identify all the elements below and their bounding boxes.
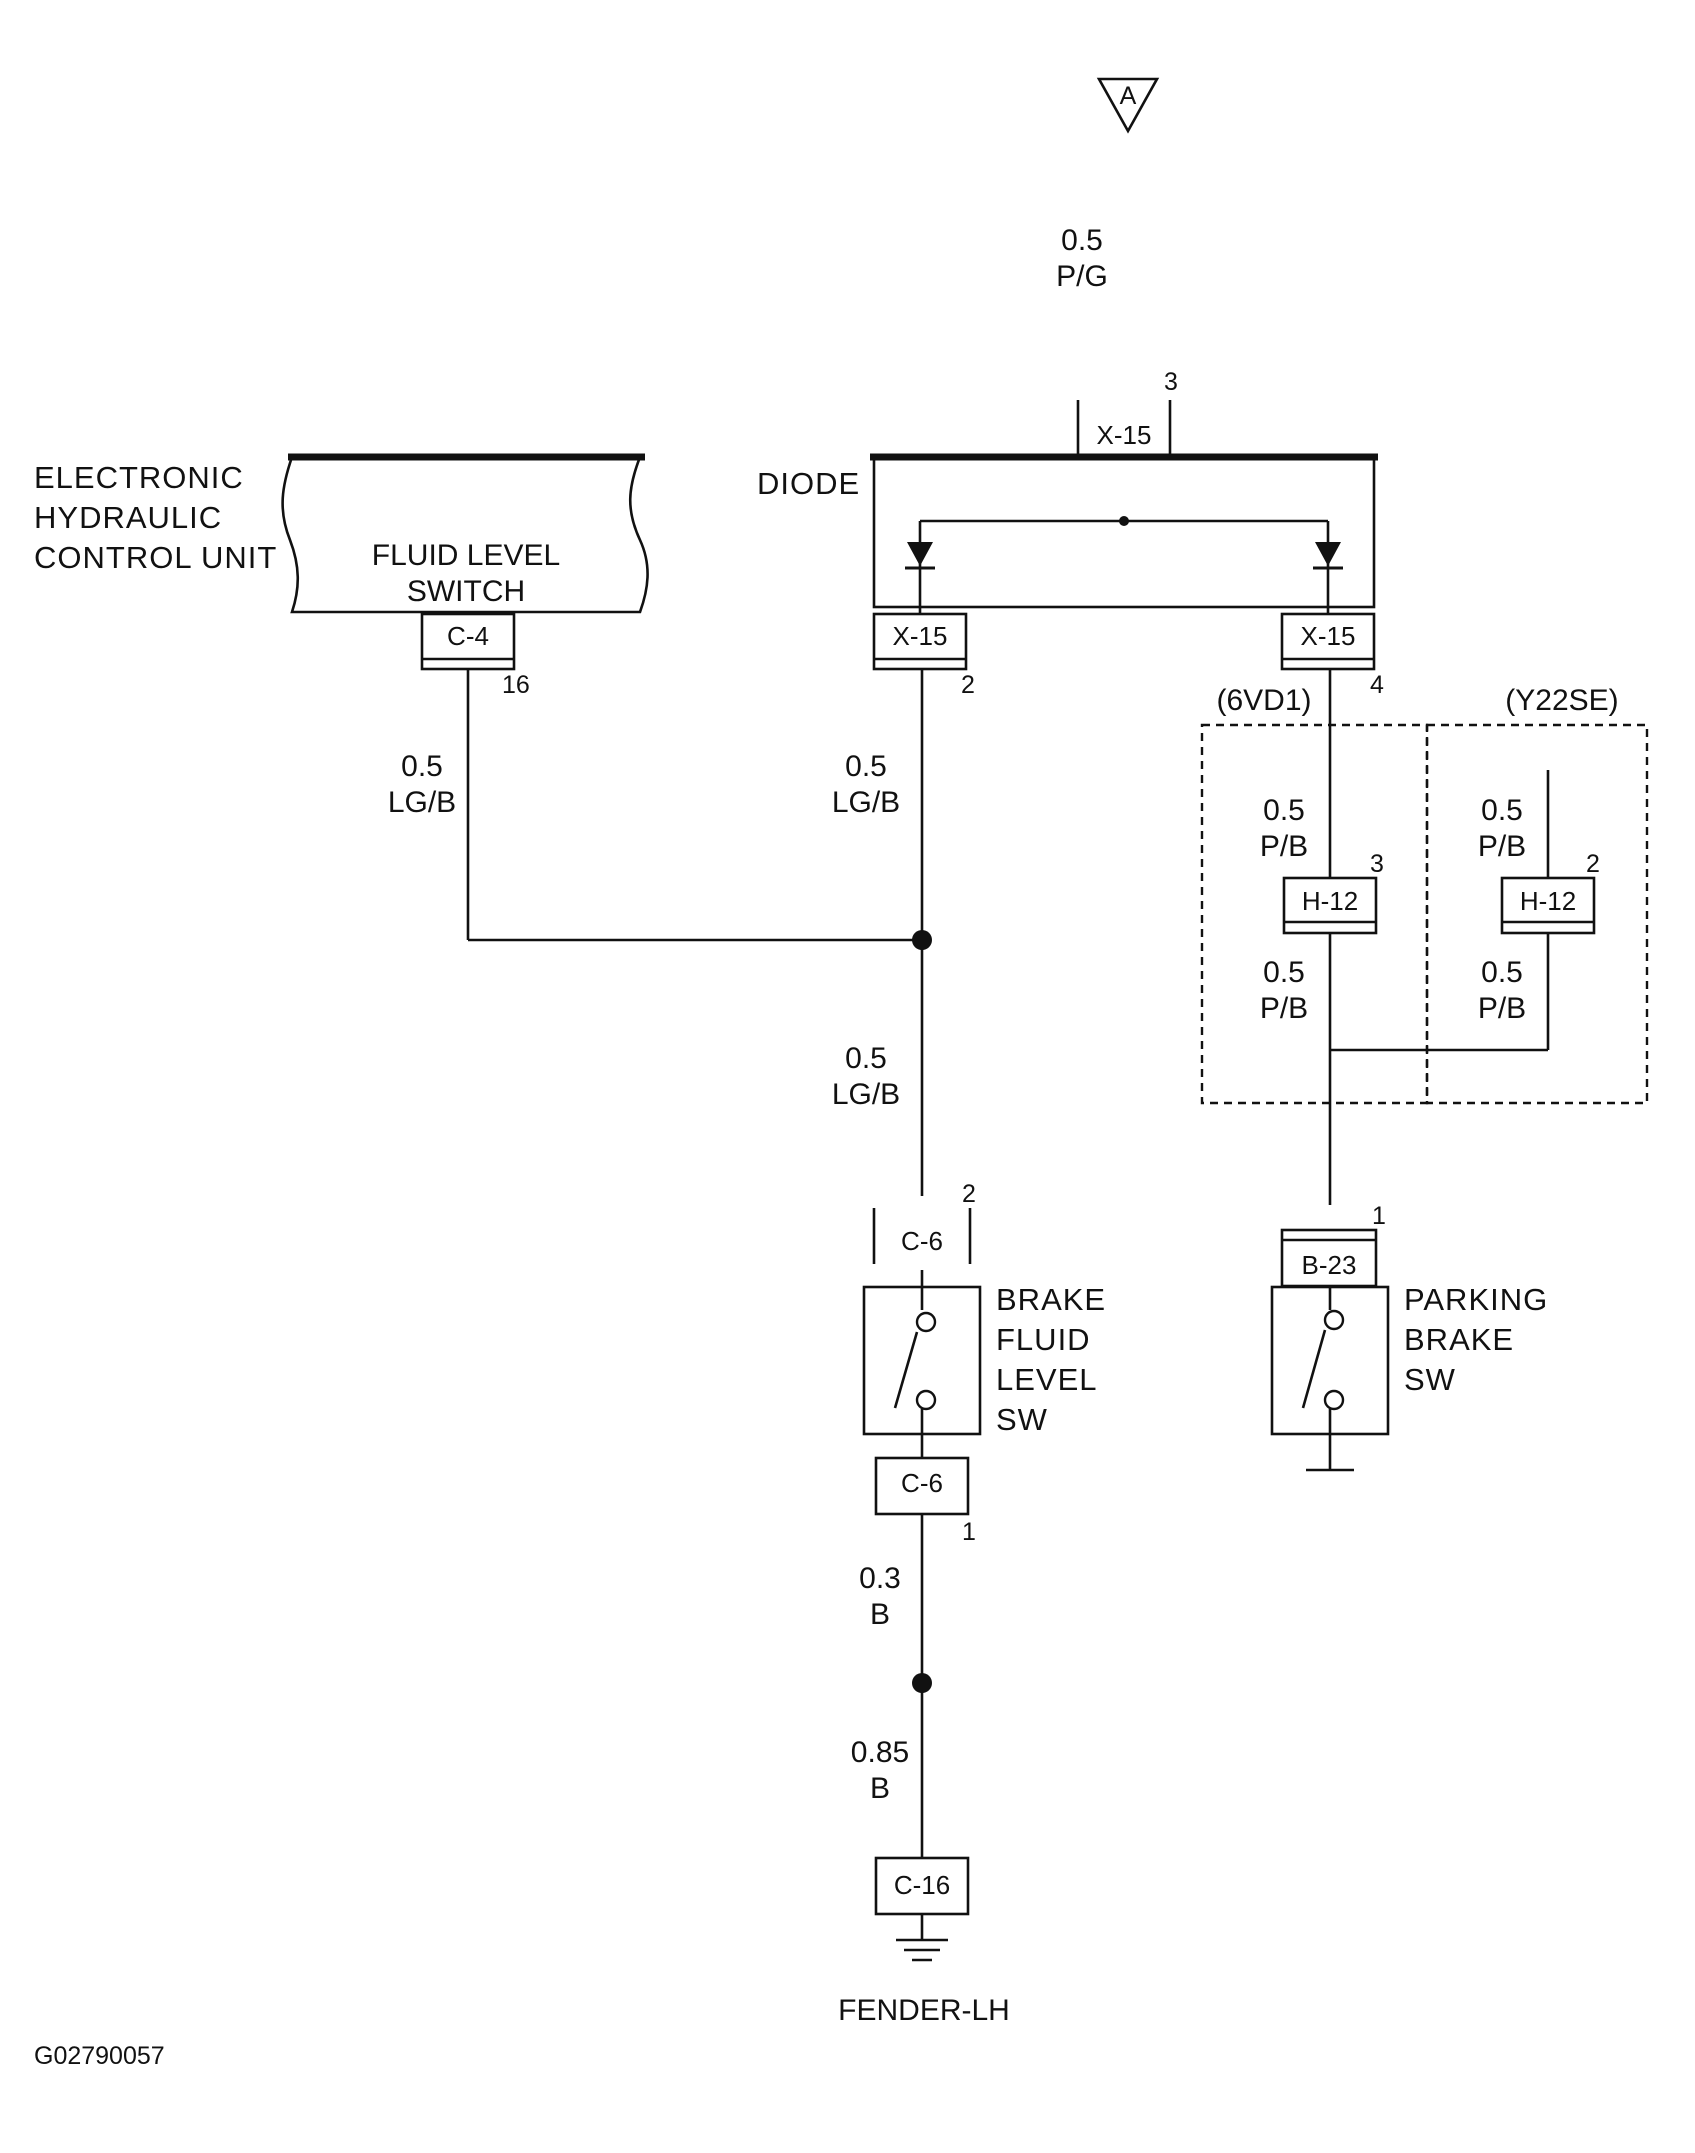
top-wire-color: P/G	[1056, 260, 1108, 293]
connector-h12-y22se-label: H-12	[1520, 886, 1576, 916]
wire-ground-upper-color: B	[870, 1598, 890, 1631]
figure-id: G02790057	[34, 2042, 165, 2070]
wire-6vd1-lower-color: P/B	[1260, 992, 1308, 1025]
wire-6vd1-lower-gauge: 0.5	[1263, 956, 1305, 989]
connector-h12-6vd1-pin: 3	[1370, 850, 1384, 878]
variant-y22se-label: (Y22SE)	[1505, 684, 1618, 717]
brake-fluid-switch-name-1: BRAKE	[996, 1282, 1106, 1317]
connector-x15-left-pin: 2	[961, 671, 975, 699]
connector-h12-y22se	[1500, 876, 1596, 935]
connector-c6-top-label: C-6	[901, 1226, 943, 1256]
ecu-inner-line-2: SWITCH	[407, 575, 525, 608]
parking-brake-switch-contact-bottom	[1323, 1389, 1345, 1411]
diode-label: DIODE	[757, 466, 860, 501]
connector-b23-label: B-23	[1302, 1250, 1357, 1280]
ecu-name-line-1: ELECTRONIC	[34, 460, 244, 495]
wire-ground-lower-gauge: 0.85	[851, 1736, 909, 1769]
wire-to-brake-fluid-gauge: 0.5	[845, 1042, 887, 1075]
wire-to-brake-fluid-color: LG/B	[832, 1078, 900, 1111]
reference-symbol-label: A	[1120, 82, 1137, 110]
ecu-inner-line-1: FLUID LEVEL	[372, 539, 560, 572]
variant-6vd1-label: (6VD1)	[1216, 684, 1311, 717]
wire-6vd1-upper-gauge: 0.5	[1263, 794, 1305, 827]
brake-fluid-switch-contact-bottom	[915, 1389, 937, 1411]
wire-y22se-lower-gauge: 0.5	[1481, 956, 1523, 989]
diode-unit: DIODE X-15 3 X-15 2 X-15 4	[757, 368, 1384, 699]
connector-c16-label: C-16	[894, 1870, 950, 1900]
connector-c6-bottom-pin: 1	[962, 1518, 976, 1546]
variant-region: (6VD1) (Y22SE) 0.5 P/B H-12 3 0.5 P/B 0.…	[1200, 669, 1649, 1205]
diode-top-pin: 3	[1164, 368, 1178, 396]
brake-fluid-switch-blade	[893, 1331, 919, 1409]
connector-h12-6vd1-label: H-12	[1302, 886, 1358, 916]
parking-brake-switch-name-1: PARKING	[1404, 1282, 1548, 1317]
splice-junction-lower	[912, 1673, 932, 1693]
wire-ecu-out-color: LG/B	[388, 786, 456, 819]
connector-c4-label: C-4	[447, 621, 489, 651]
wire-diode-left-color: LG/B	[832, 786, 900, 819]
diode-internal-junction	[1119, 516, 1129, 526]
ground-point: C-16 FENDER-LH	[838, 1856, 1010, 2027]
diode-right-symbol-icon	[1315, 542, 1341, 566]
parking-brake-switch-name-2: BRAKE	[1404, 1322, 1514, 1357]
parking-brake-switch-blade	[1301, 1329, 1327, 1409]
ecu-name-line-3: CONTROL UNIT	[34, 540, 277, 575]
wire-ground-lower-color: B	[870, 1772, 890, 1805]
connector-c6-bottom	[874, 1456, 970, 1516]
connector-c4-pin: 16	[502, 671, 530, 699]
electronic-hydraulic-control-unit: ELECTRONIC HYDRAULIC CONTROL UNIT FLUID …	[34, 453, 649, 699]
parking-brake-switch-contact-top	[1323, 1309, 1345, 1331]
brake-fluid-switch-contact-top	[915, 1311, 937, 1333]
wire-6vd1-upper-color: P/B	[1260, 830, 1308, 863]
wire-y22se-lower-color: P/B	[1478, 992, 1526, 1025]
diode-left-symbol-icon	[907, 542, 933, 566]
wire-ecu-out-gauge: 0.5	[401, 750, 443, 783]
splice-junction-upper	[912, 930, 932, 950]
variant-6vd1-box	[1200, 723, 1429, 1105]
connector-x15-left-label: X-15	[893, 621, 948, 651]
wire-ground-upper-gauge: 0.3	[859, 1562, 901, 1595]
connector-c6-top-pin: 2	[962, 1180, 976, 1208]
ecu-body-outline	[281, 455, 649, 614]
brake-fluid-level-switch: C-6 2 BRAKE FLUID LEVEL SW C-6 1	[862, 1180, 1106, 1546]
ecu-name-line-2: HYDRAULIC	[34, 500, 222, 535]
parking-brake-switch: B-23 1 PARKING BRAKE SW	[1270, 1202, 1548, 1472]
connector-x15-right-label: X-15	[1301, 621, 1356, 651]
reference-triangle-icon: A	[1096, 77, 1160, 134]
connector-h12-6vd1	[1282, 876, 1378, 935]
diode-top-connector-label: X-15	[1097, 420, 1152, 450]
diode-body	[872, 455, 1376, 609]
brake-fluid-switch-name-2: FLUID	[996, 1322, 1091, 1357]
connector-x15-right-pin: 4	[1370, 671, 1384, 699]
variant-y22se-box	[1425, 723, 1649, 1105]
wire-diode-left-gauge: 0.5	[845, 750, 887, 783]
ground-location-label: FENDER-LH	[838, 1994, 1010, 2027]
brake-fluid-switch-name-4: SW	[996, 1402, 1048, 1437]
brake-fluid-switch-name-3: LEVEL	[996, 1362, 1098, 1397]
wire-y22se-upper-gauge: 0.5	[1481, 794, 1523, 827]
parking-brake-switch-name-3: SW	[1404, 1362, 1456, 1397]
top-wire-gauge: 0.5	[1061, 224, 1103, 257]
wire-y22se-upper-color: P/B	[1478, 830, 1526, 863]
connector-c6-bottom-label: C-6	[901, 1468, 943, 1498]
connector-b23-pin: 1	[1372, 1202, 1386, 1230]
connector-h12-y22se-pin: 2	[1586, 850, 1600, 878]
